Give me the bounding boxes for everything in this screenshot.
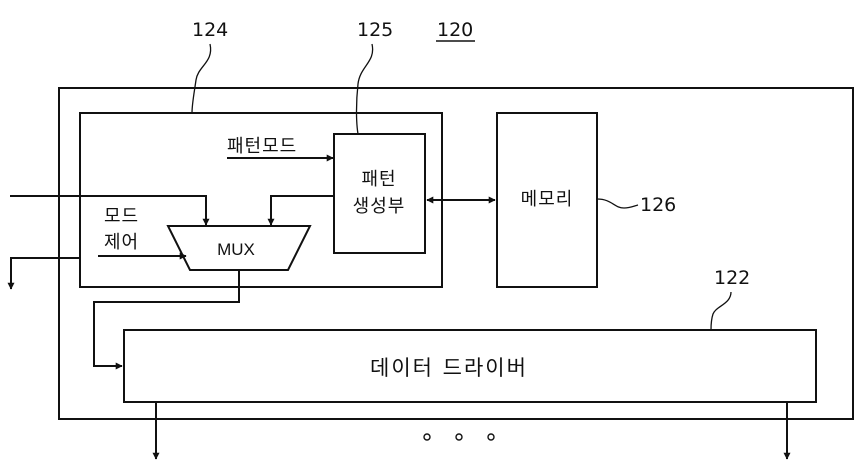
ellipsis-dot-3 bbox=[488, 434, 494, 440]
leader-126 bbox=[597, 199, 638, 208]
mux-label: MUX bbox=[217, 240, 255, 259]
ellipsis-dot-1 bbox=[424, 434, 430, 440]
ref-driver-label: 122 bbox=[714, 267, 750, 289]
leader-122 bbox=[711, 292, 731, 330]
ref-memory-label: 126 bbox=[640, 194, 676, 216]
mode-control-label-line1: 모드 bbox=[104, 206, 139, 227]
memory-label: 메모리 bbox=[521, 189, 574, 210]
mode-control-label-line2: 제어 bbox=[104, 232, 139, 253]
mux-to-driver-wire bbox=[94, 271, 239, 366]
pattern-generator-box bbox=[334, 134, 425, 253]
ref-pattern-gen-label: 125 bbox=[357, 19, 393, 41]
pattern-generator-label-line1: 패턴 bbox=[361, 169, 396, 190]
output-left-wire bbox=[11, 258, 80, 289]
leader-124 bbox=[192, 44, 211, 113]
pattern-mode-label: 패턴모드 bbox=[227, 136, 297, 157]
data-driver-label: 데이터 드라이버 bbox=[370, 356, 528, 380]
ref-device-label: 120 bbox=[437, 19, 473, 41]
pattern-generator-label-line2: 생성부 bbox=[353, 196, 406, 217]
pattern-to-mux-wire bbox=[271, 196, 334, 225]
ellipsis-dot-2 bbox=[456, 434, 462, 440]
ref-mode-block-label: 124 bbox=[192, 19, 228, 41]
